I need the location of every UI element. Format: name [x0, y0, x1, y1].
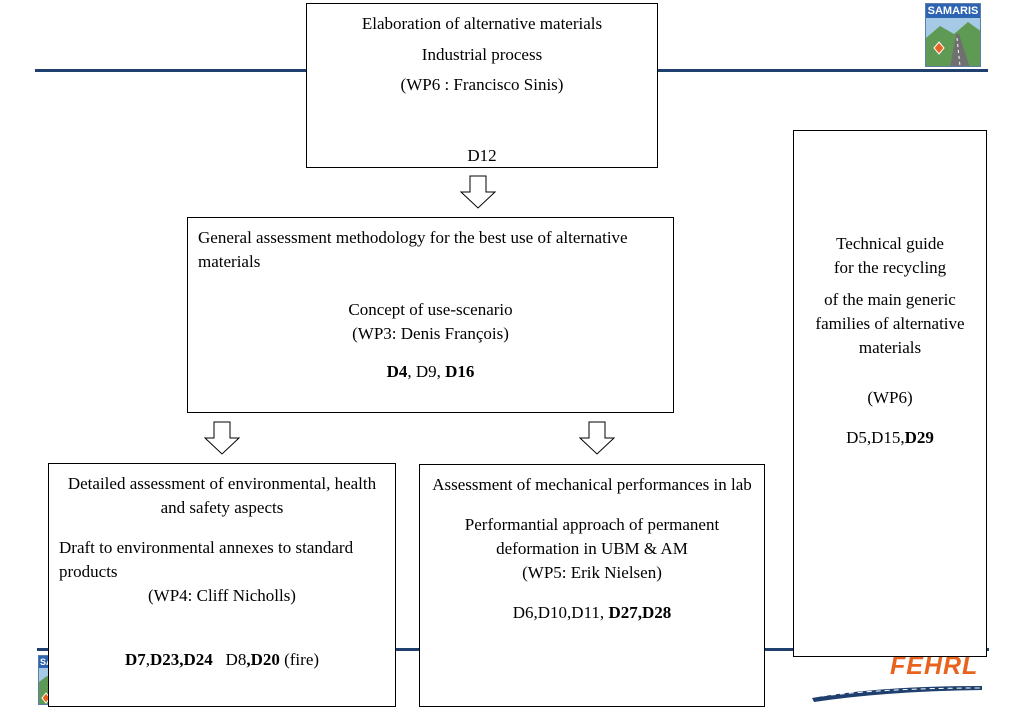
environmental-assessment-title: Detailed assessment of environmental, he…	[67, 474, 377, 517]
technical-guide-wp: (WP6)	[867, 388, 913, 407]
environmental-assessment-wp: (WP4: Cliff Nicholls)	[148, 586, 296, 605]
down-arrow-icon	[460, 175, 496, 209]
assessment-methodology-wp: (WP3: Denis François)	[352, 324, 509, 343]
technical-guide-box: Technical guide for the recycling of the…	[793, 130, 987, 657]
deliverable-fire-note: (fire)	[279, 650, 320, 669]
technical-guide-recycling: for the recycling	[833, 258, 947, 277]
environmental-annexes-draft: Draft to environmental annexes to standa…	[59, 538, 354, 581]
down-arrow-icon	[579, 421, 615, 455]
top-rule-line-left	[35, 69, 307, 72]
bottom-rule-line-far-right	[985, 648, 989, 651]
bottom-rule-line-mid	[396, 648, 420, 651]
environmental-assessment-deliverables: D7,D23,D24 D8,D20 (fire)	[59, 624, 385, 672]
mechanical-assessment-box: Assessment of mechanical performances in…	[419, 464, 765, 707]
top-rule-line-right	[656, 69, 988, 72]
deliverable-d4: D4	[386, 362, 408, 381]
technical-guide-deliverables: D5,D15,D29	[800, 426, 980, 450]
fehrl-logo: FEHRL	[810, 652, 990, 704]
deliverable-d20: ,D20	[246, 650, 280, 669]
technical-guide-title: Technical guide	[836, 234, 944, 253]
deliverable-separator: ,	[145, 650, 150, 669]
assessment-methodology-box: General assessment methodology for the b…	[187, 217, 674, 413]
industrial-process-deliverables: D12	[467, 146, 497, 165]
deliverable-d23-d24: D23,D24	[149, 650, 213, 669]
deliverable-d27-d28: D27,D28	[608, 603, 672, 622]
industrial-process-subtitle: Industrial process	[421, 45, 543, 64]
deliverable-d16: D16	[445, 362, 475, 381]
road-icon	[926, 22, 980, 66]
industrial-process-wp: (WP6 : Francisco Sinis)	[400, 75, 564, 94]
mechanical-assessment-wp: (WP5: Erik Nielsen)	[522, 563, 662, 582]
assessment-methodology-title: General assessment methodology for the b…	[198, 228, 628, 271]
bottom-rule-line-left	[37, 648, 49, 651]
mechanical-assessment-deliverables: D6,D10,D11, D27,D28	[430, 601, 754, 625]
use-scenario-concept: Concept of use-scenario	[348, 300, 513, 319]
permanent-deformation-approach: Performantial approach of permanent defo…	[464, 515, 720, 558]
deliverable-d7: D7	[124, 650, 146, 669]
samaris-logo-text: SAMARIS	[926, 4, 980, 18]
deliverable-d9: , D9,	[407, 362, 446, 381]
mechanical-assessment-title: Assessment of mechanical performances in…	[432, 475, 752, 494]
road-swoosh-icon	[812, 686, 982, 702]
industrial-process-title: Elaboration of alternative materials	[361, 14, 603, 33]
samaris-logo: SAMARIS	[925, 3, 981, 67]
deliverable-d6-d10-d11: D6,D10,D11,	[512, 603, 609, 622]
deliverable-d5-d15: D5,D15,	[846, 428, 905, 447]
bottom-rule-line-right	[764, 648, 794, 651]
industrial-process-box: Elaboration of alternative materials Ind…	[306, 3, 658, 168]
technical-guide-families: of the main generic families of alternat…	[815, 290, 965, 357]
assessment-methodology-deliverables: D4, D9, D16	[198, 360, 663, 384]
down-arrow-icon	[204, 421, 240, 455]
deliverable-d8: D8	[212, 650, 247, 669]
deliverable-d29: D29	[904, 428, 934, 447]
environmental-assessment-box: Detailed assessment of environmental, he…	[48, 463, 396, 707]
